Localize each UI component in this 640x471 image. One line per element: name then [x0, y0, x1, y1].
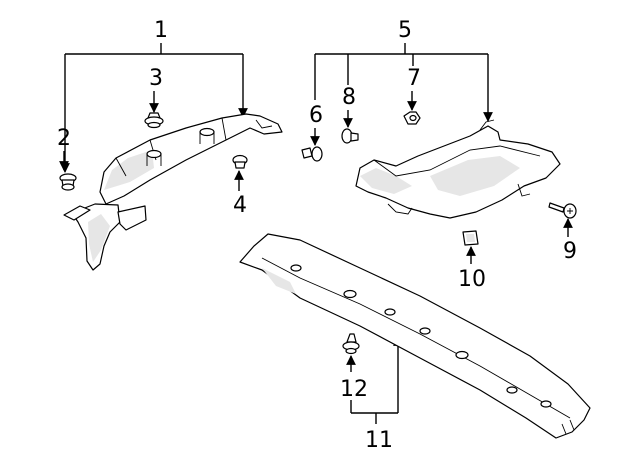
callout-7: 7: [407, 66, 421, 91]
part-7-clip: [403, 111, 421, 125]
part-4-push-pin: [232, 154, 248, 169]
callout-11: 11: [365, 428, 393, 453]
sill-clip-bosses: [290, 264, 552, 408]
callout-5: 5: [398, 18, 412, 43]
callout-3: 3: [149, 66, 163, 91]
leader-lines: [59, 43, 573, 424]
part-9-screw: [548, 202, 577, 219]
part-1-pillar-trim: [63, 113, 283, 271]
callout-10: 10: [458, 267, 486, 292]
callout-8: 8: [342, 85, 356, 110]
callout-1: 1: [154, 18, 168, 43]
callout-2: 2: [57, 126, 71, 151]
part-6-clip: [301, 146, 323, 162]
callout-4: 4: [233, 193, 247, 218]
callout-6: 6: [309, 103, 323, 128]
part-3-clip: [144, 112, 164, 129]
part-8-clip: [341, 128, 359, 144]
part-11-sill-trim: [239, 233, 591, 439]
part-12-push-clip: [342, 333, 360, 355]
part-2-clip: [59, 173, 77, 191]
callout-9: 9: [563, 239, 577, 264]
part-5-quarter-trim: [355, 119, 561, 219]
callout-12: 12: [340, 377, 368, 402]
part-10-clip-nut: [462, 230, 479, 246]
